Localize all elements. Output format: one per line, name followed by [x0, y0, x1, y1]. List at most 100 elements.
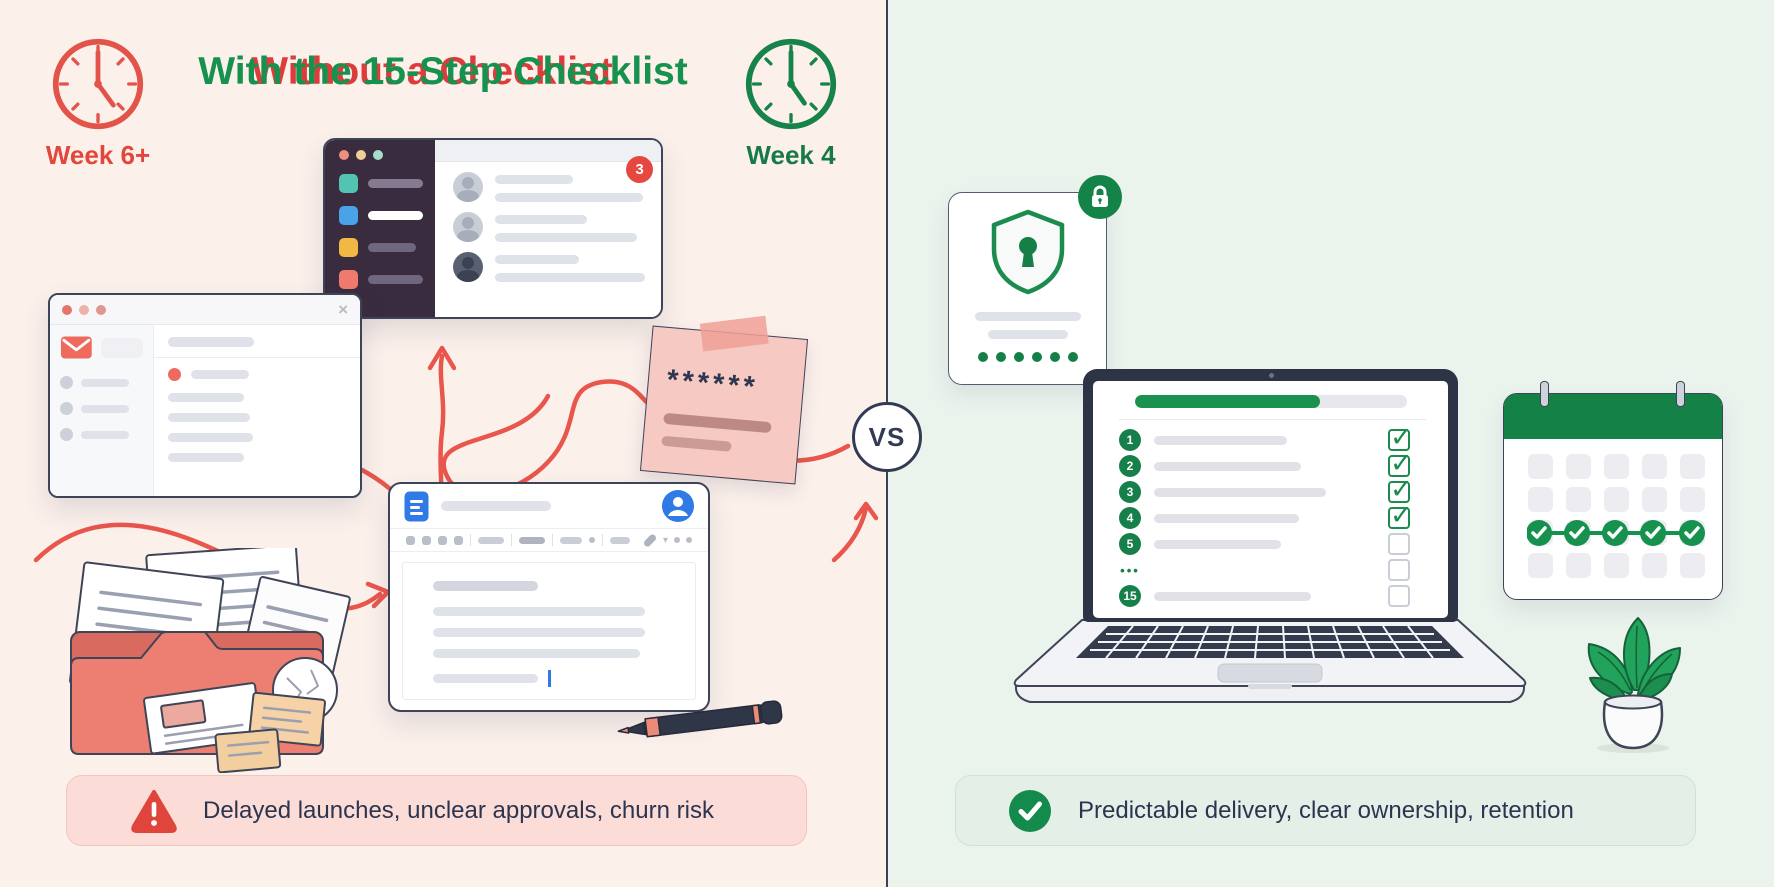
chat-app-window: 3 — [323, 138, 663, 319]
email-app-window: × — [48, 293, 362, 498]
week-label-left: Week 6+ — [45, 140, 151, 170]
step-text-placeholder — [1154, 487, 1326, 497]
password-text: ****** — [665, 363, 760, 404]
padlock-icon — [1092, 185, 1108, 207]
chat-header — [435, 140, 661, 162]
chat-message — [435, 202, 661, 242]
document-icon — [404, 491, 429, 521]
unread-dot-icon — [168, 368, 181, 381]
channel-item — [339, 174, 423, 193]
minimize-dot-icon — [79, 304, 89, 315]
shield-icon — [991, 209, 1064, 295]
step-number-badge: 5 — [1119, 533, 1141, 555]
step-number-badge: 2 — [1119, 455, 1141, 477]
avatar-icon — [453, 252, 483, 282]
checklist-item: 3 — [1119, 474, 1448, 505]
checklist-item: 15 — [1119, 585, 1448, 607]
pen-icon — [617, 700, 783, 738]
avatar-icon — [453, 212, 483, 242]
step-text-placeholder — [1154, 539, 1281, 549]
folder-item — [60, 402, 143, 415]
password-sticky-note: ****** — [639, 315, 809, 485]
ellipsis-label: ••• — [1120, 562, 1140, 578]
close-dot-icon — [62, 304, 72, 315]
clock-icon — [745, 38, 837, 130]
folder-item — [60, 428, 143, 441]
security-card — [948, 175, 1122, 385]
progress-bar — [1135, 395, 1407, 408]
calendar-card — [1503, 381, 1723, 600]
step-text-placeholder — [1154, 435, 1287, 445]
close-icon: × — [338, 300, 348, 319]
zoom-dot-icon — [96, 304, 106, 315]
risk-banner: Delayed launches, unclear approvals, chu… — [66, 775, 807, 846]
step-number-badge: 3 — [1119, 481, 1141, 503]
email-sidebar — [50, 325, 154, 496]
vs-badge: VS — [852, 402, 922, 472]
checkbox-icon — [1388, 585, 1410, 607]
risk-banner-text: Delayed launches, unclear approvals, chu… — [203, 796, 714, 824]
close-dot-icon — [339, 150, 349, 160]
checkbox-icon — [1388, 559, 1410, 581]
checklist-app: 1 2 3 4 5 — [1093, 381, 1448, 618]
lock-badge — [1078, 175, 1122, 219]
docs-toolbar: ▾ — [390, 528, 708, 552]
checklist-item: 4 — [1119, 500, 1448, 531]
step-number-badge: 15 — [1119, 585, 1141, 607]
avatar-icon — [453, 172, 483, 202]
left-title: Without a Checklist — [251, 50, 613, 93]
step-text-placeholder — [1154, 591, 1311, 601]
benefit-banner: Predictable delivery, clear ownership, r… — [955, 775, 1696, 846]
zoom-dot-icon — [373, 150, 383, 160]
document-editor-window: ▾ — [388, 482, 710, 712]
step-number-badge: 1 — [1119, 429, 1141, 451]
envelope-icon — [60, 336, 92, 359]
folder-item — [60, 376, 143, 389]
text-cursor — [548, 670, 551, 687]
checklist-item: ••• — [1119, 559, 1448, 581]
channel-item — [339, 270, 423, 289]
window-traffic-lights — [339, 150, 423, 160]
chat-sidebar — [325, 140, 435, 317]
binder-ring-icon — [1676, 381, 1685, 407]
step-text-placeholder — [1154, 461, 1301, 471]
webcam-icon — [1268, 373, 1274, 378]
checkbox-icon — [1388, 500, 1413, 531]
channel-item — [339, 238, 423, 257]
email-titlebar: × — [50, 295, 360, 325]
calendar-header — [1504, 394, 1722, 439]
document-page — [402, 562, 696, 700]
plant-icon — [1587, 617, 1681, 753]
account-avatar-icon — [662, 490, 694, 522]
milestone-checks — [1527, 520, 1705, 546]
check-circle-icon — [1009, 789, 1051, 832]
step-number-badge: 4 — [1119, 507, 1141, 529]
benefit-banner-text: Predictable delivery, clear ownership, r… — [1078, 796, 1574, 824]
chevron-down-icon: ▾ — [662, 534, 668, 546]
step-text-placeholder — [1154, 513, 1299, 523]
clock-icon — [52, 38, 144, 130]
warning-icon — [131, 789, 177, 833]
minimize-dot-icon — [356, 150, 366, 160]
email-content — [154, 325, 360, 496]
progress-fill — [1135, 395, 1320, 408]
password-dots — [949, 352, 1106, 362]
checkbox-icon — [1388, 533, 1410, 555]
checkbox-icon — [1388, 448, 1413, 479]
channel-item — [339, 206, 423, 225]
right-title: With the 15-Step Checklist — [198, 50, 688, 93]
week-label-right: Week 4 — [746, 140, 836, 170]
docs-header — [390, 484, 708, 528]
notification-badge: 3 — [626, 156, 653, 183]
laptop-screen: 1 2 3 4 5 — [1083, 369, 1458, 622]
checklist-item: 5 — [1119, 533, 1448, 555]
pen-tool-icon — [642, 532, 658, 548]
binder-ring-icon — [1540, 381, 1549, 407]
chat-message — [435, 242, 661, 282]
checklist-item: 2 — [1119, 448, 1448, 479]
window-traffic-lights — [62, 304, 106, 315]
laptop-keyboard — [1013, 619, 1527, 703]
messy-folder-illustration — [69, 548, 351, 773]
chat-message-list: 3 — [435, 140, 661, 317]
